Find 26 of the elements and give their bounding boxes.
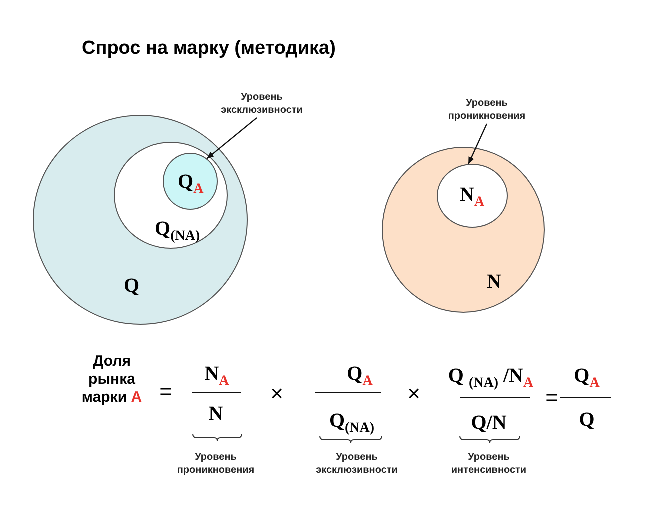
title: Спрос на марку (методика) <box>82 38 336 60</box>
math-term: N$_{A}$ <box>204 364 230 388</box>
math-term: Q$_{A}$ <box>347 364 373 388</box>
math-term: Q <box>579 410 595 430</box>
math-term: Q/N <box>471 413 507 433</box>
math-term: Q $_{(NA)}$ /N$_{A}$ <box>448 366 534 390</box>
formula-term: Доля рынка марки A <box>80 353 144 407</box>
math-symbol: Q <box>124 276 140 296</box>
leader-arrow <box>206 118 258 160</box>
math-operator: × <box>270 381 284 407</box>
leader-arrow <box>468 124 488 164</box>
math-operator: = <box>546 385 558 411</box>
brace-caption: Уровень проникновения <box>176 451 256 477</box>
math-symbol: N$_{A}$ <box>460 185 485 210</box>
math-symbol: N <box>487 272 502 292</box>
math-symbol: Q$_{(NA)}$ <box>155 219 200 244</box>
math-term: Q$_{(NA)}$ <box>329 410 375 436</box>
math-term: N <box>208 404 224 424</box>
math-operator: × <box>408 381 420 407</box>
brace-caption: Уровень эксклюзивности <box>315 451 399 477</box>
callout-text: Уровень эксклюзивности <box>212 91 312 117</box>
callout-text: Уровень проникновения <box>437 97 537 123</box>
brace-caption: Уровень интенсивности <box>450 451 528 477</box>
math-operator: = <box>160 379 172 405</box>
math-term: Q$_{A}$ <box>574 366 600 390</box>
math-symbol: Q$_{A}$ <box>178 172 204 197</box>
